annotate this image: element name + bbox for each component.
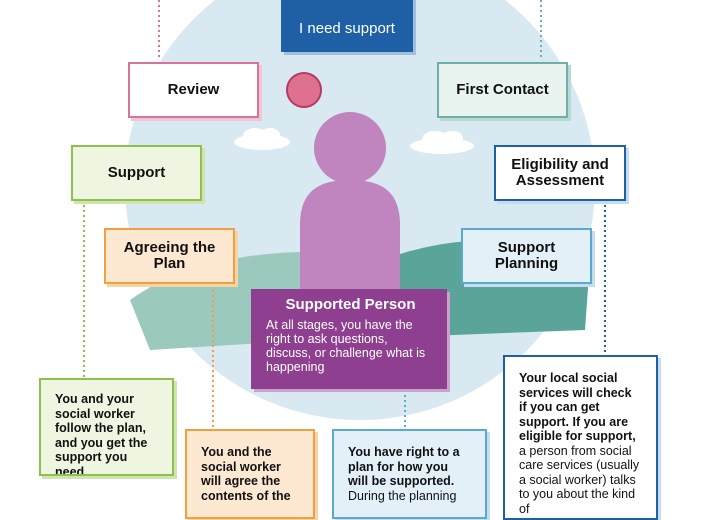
eligibility-note-rest: a person from social care services (usua… — [519, 443, 640, 516]
stage-first-contact: First Contact — [437, 62, 568, 118]
i-need-support-banner: I need support — [281, 0, 413, 52]
stage-support-label: Support — [107, 163, 166, 181]
planning-note-rest: During the planning — [348, 488, 457, 503]
banner-label: I need support — [299, 19, 395, 37]
sun — [286, 72, 322, 108]
stage-eligibility: Eligibility and Assessment — [494, 145, 626, 201]
support-note: You and your social worker follow the pl… — [39, 378, 174, 476]
person-body — [300, 180, 400, 300]
planning-note-bold: You have right to a plan for how you wil… — [348, 445, 460, 488]
planning-note: You have right to a plan for how you wil… — [332, 429, 487, 519]
eligibility-note-bold: Your local social services will check if… — [519, 371, 636, 443]
support-note-text: You and your social worker follow the pl… — [55, 392, 148, 476]
supported-person-title: Supported Person — [285, 296, 416, 313]
stage-support-planning-label: Support Planning — [494, 238, 559, 272]
supported-person-body: At all stages, you have the right to ask… — [266, 318, 426, 375]
person-head — [314, 112, 386, 184]
agreeing-note-text: You and the social worker will agree the… — [201, 445, 291, 503]
stage-support-planning: Support Planning — [461, 228, 592, 284]
stage-agreeing-plan-label: Agreeing the Plan — [123, 238, 216, 272]
stage-review-label: Review — [167, 80, 220, 98]
stage-review: Review — [128, 62, 259, 118]
agreeing-note: You and the social worker will agree the… — [185, 429, 315, 519]
stage-first-contact-label: First Contact — [456, 80, 549, 98]
stage-eligibility-label: Eligibility and Assessment — [511, 155, 609, 189]
supported-person-panel: Supported Person At all stages, you have… — [251, 289, 447, 389]
eligibility-note: Your local social services will check if… — [503, 355, 658, 520]
stage-agreeing-plan: Agreeing the Plan — [104, 228, 235, 284]
stage-support: Support — [71, 145, 202, 201]
